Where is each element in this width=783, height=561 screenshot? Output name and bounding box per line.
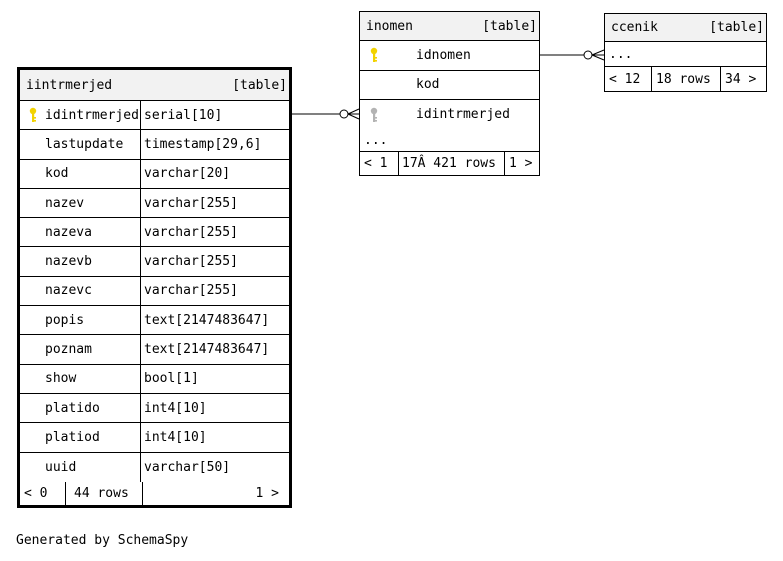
table-ccenik[interactable]: ccenik [table] ... < 12 18 rows 34 > [604,13,767,92]
table-header[interactable]: iintrmerjed [table] [20,70,289,101]
column-row-uuid[interactable]: uuid varchar[50] [20,452,289,482]
column-type: varchar[50] [140,452,289,482]
row-count: 18 rows [651,67,721,91]
column-type: int4[10] [140,423,289,452]
column-type: text[2147483647] [140,335,289,364]
column-name: uuid [45,459,77,475]
column-name: idintrmerjed [416,107,510,123]
generator-credit: Generated by SchemaSpy [16,533,189,548]
column-type: bool[1] [140,364,289,393]
column-row-nazevb[interactable]: nazevb varchar[255] [20,247,289,277]
column-row-kod[interactable]: kod [360,71,539,100]
table-name[interactable]: inomen [366,18,413,34]
column-row-idnomen[interactable]: idnomen [360,41,539,71]
children-count[interactable]: 1 > [504,151,539,175]
many-crowfoot-icon [591,49,605,61]
column-name: kod [416,77,440,93]
column-row-platiod[interactable]: platiod int4[10] [20,423,289,453]
column-type: varchar[255] [140,247,289,276]
primary-key-icon [29,107,37,123]
children-count[interactable]: 1 > [142,481,289,505]
column-type: varchar[20] [140,159,289,188]
column-row-nazeva[interactable]: nazeva varchar[255] [20,218,289,248]
more-columns-ellipsis: ... [609,46,633,62]
more-columns-row: ... [360,130,539,152]
column-row-kod[interactable]: kod varchar[20] [20,159,289,189]
column-type: varchar[255] [140,276,289,306]
column-type: int4[10] [140,393,289,423]
column-name: nazevc [45,283,92,299]
column-type: varchar[255] [140,188,289,218]
parents-count[interactable]: < 12 [609,71,641,87]
column-name: kod [45,166,69,182]
table-header[interactable]: inomen [table] [360,12,539,41]
zero-cardinality-circle [583,50,593,60]
column-name: platido [45,400,100,416]
column-name: idnomen [416,47,471,63]
column-name: nazev [45,195,85,211]
column-row-show[interactable]: show bool[1] [20,364,289,394]
column-name: lastupdate [45,136,124,152]
column-name: idintrmerjed [45,107,139,123]
column-type: serial[10] [140,101,289,130]
row-count: 17Â 421 rows [398,151,505,175]
row-count: 44 rows [65,481,143,505]
column-name: show [45,371,77,387]
column-name: nazevb [45,254,92,270]
more-columns-ellipsis: ... [364,132,388,148]
column-row-popis[interactable]: popis text[2147483647] [20,306,289,336]
zero-cardinality-circle [339,109,349,119]
column-row-nazevc[interactable]: nazevc varchar[255] [20,276,289,307]
table-stats-row: < 1 17Â 421 rows 1 > [360,151,539,175]
table-header[interactable]: ccenik [table] [605,14,766,42]
table-stats-row: < 12 18 rows 34 > [605,67,766,91]
column-name: platiod [45,429,100,445]
table-type-tag: [table] [232,77,287,93]
column-type: varchar[255] [140,218,289,247]
column-type: timestamp[29,6] [140,130,289,159]
column-row-poznam[interactable]: poznam text[2147483647] [20,335,289,365]
column-row-platido[interactable]: platido int4[10] [20,393,289,424]
more-columns-row: ... [605,42,766,67]
column-row-nazev[interactable]: nazev varchar[255] [20,188,289,219]
column-row-idintrmerjed[interactable]: idintrmerjed [360,100,539,130]
column-type: text[2147483647] [140,306,289,335]
table-type-tag: [table] [709,20,764,35]
table-name[interactable]: ccenik [611,20,658,35]
column-name: nazeva [45,224,92,240]
primary-key-icon [370,48,378,63]
column-name: popis [45,312,85,328]
table-name[interactable]: iintrmerjed [26,77,113,93]
column-name: poznam [45,342,92,358]
many-crowfoot-icon [347,108,360,120]
parents-count[interactable]: < 1 [364,155,388,171]
foreign-key-icon [370,107,378,122]
table-type-tag: [table] [482,18,537,34]
column-row-lastupdate[interactable]: lastupdate timestamp[29,6] [20,130,289,160]
children-count[interactable]: 34 > [720,67,766,91]
table-inomen[interactable]: inomen [table] idnomen kod idintrmerjed ..… [359,11,540,176]
table-stats-row: < 0 44 rows 1 > [20,481,289,505]
parents-count[interactable]: < 0 [24,485,48,501]
